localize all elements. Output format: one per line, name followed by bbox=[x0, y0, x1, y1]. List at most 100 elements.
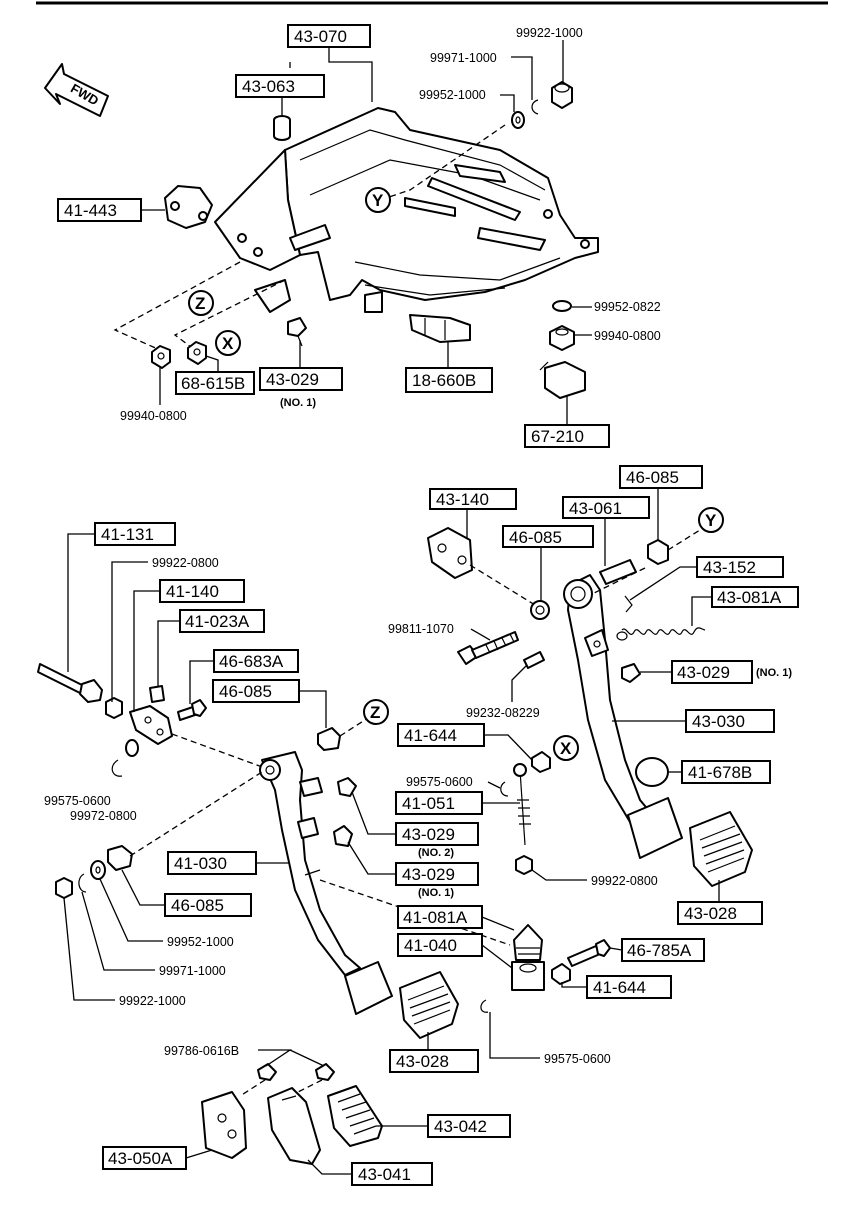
svg-text:43-042: 43-042 bbox=[434, 1117, 487, 1136]
pn-99575-0600-mid: 99575-0600 bbox=[406, 775, 473, 789]
pn-99811-1070: 99811-1070 bbox=[388, 622, 454, 636]
bolt-99786-0616b-a bbox=[257, 1063, 277, 1081]
label-41-040: 41-040 bbox=[397, 933, 483, 957]
svg-text:43-029: 43-029 bbox=[402, 865, 455, 884]
switch-18-660b-part bbox=[409, 314, 471, 343]
pn-99971-1000-top: 99971-1000 bbox=[430, 51, 497, 65]
bush-46-085-left bbox=[317, 727, 341, 751]
label-41-678b: 41-678B bbox=[681, 760, 771, 784]
lock-washer-99971-1000-bottom bbox=[78, 873, 87, 893]
boot-41-081a-part bbox=[513, 924, 543, 961]
label-46-085-left: 46-085 bbox=[212, 679, 300, 703]
svg-text:46-085: 46-085 bbox=[509, 528, 562, 547]
svg-text:41-081A: 41-081A bbox=[403, 908, 468, 927]
part-numbers: 99922-1000 99971-1000 99952-1000 99952-0… bbox=[44, 26, 661, 1066]
label-43-028-bottom: 43-028 bbox=[389, 1049, 479, 1073]
pn-99922-1000-bottom: 99922-1000 bbox=[119, 994, 186, 1008]
bracket-43-140-part bbox=[427, 527, 473, 579]
label-41-644-b: 41-644 bbox=[586, 975, 672, 999]
nut-99922-1000-bottom bbox=[55, 877, 73, 899]
svg-text:46-785A: 46-785A bbox=[627, 941, 692, 960]
note-no1-mid: (NO. 1) bbox=[418, 887, 454, 899]
pad-41-443-part bbox=[164, 185, 213, 229]
svg-text:41-131: 41-131 bbox=[101, 525, 154, 544]
bracket-43-050a-part bbox=[201, 1091, 247, 1159]
bracket-41-140-part bbox=[129, 705, 173, 745]
clip-99575-0600-mid bbox=[500, 781, 509, 797]
label-67-210: 67-210 bbox=[524, 424, 610, 448]
svg-text:46-085: 46-085 bbox=[171, 896, 224, 915]
bolt-43-029-no1-part bbox=[333, 825, 353, 847]
pn-99575-0600-bottom: 99575-0600 bbox=[544, 1052, 611, 1066]
svg-text:Y: Y bbox=[705, 511, 717, 530]
fwd-arrow-icon: FWD bbox=[44, 63, 109, 117]
label-43-061: 43-061 bbox=[562, 496, 650, 519]
washer-99952-0822 bbox=[552, 300, 572, 312]
pn-99232-08229: 99232-08229 bbox=[466, 706, 540, 720]
washer-99972-0800 bbox=[125, 739, 139, 757]
switch-67-210-part bbox=[539, 361, 586, 399]
pin-99232-08229-part bbox=[523, 651, 545, 669]
pad-cover-43-028-bottom bbox=[399, 971, 459, 1039]
pn-99952-1000-top: 99952-1000 bbox=[419, 88, 486, 102]
pn-99940-0800-left: 99940-0800 bbox=[120, 409, 187, 423]
note-no1-top: (NO. 1) bbox=[280, 397, 316, 409]
bolt-46-785a-part bbox=[567, 939, 611, 967]
ref-marker-y-right: Y bbox=[698, 507, 724, 533]
note-no2: (NO. 2) bbox=[418, 847, 454, 859]
label-41-644-a: 41-644 bbox=[397, 723, 485, 747]
nut-99940-0800-right bbox=[549, 325, 575, 351]
svg-text:18-660B: 18-660B bbox=[412, 371, 476, 390]
label-43-029-no2: 43-029 bbox=[395, 822, 479, 846]
clip-43-152-part bbox=[624, 595, 633, 613]
pn-99940-0800-right: 99940-0800 bbox=[594, 329, 661, 343]
label-41-131: 41-131 bbox=[94, 522, 176, 546]
pn-99922-1000-top: 99922-1000 bbox=[516, 26, 583, 40]
svg-text:43-140: 43-140 bbox=[436, 490, 489, 509]
pad-43-042-part bbox=[327, 1085, 383, 1147]
svg-text:43-152: 43-152 bbox=[703, 558, 756, 577]
label-43-050a: 43-050A bbox=[102, 1146, 187, 1170]
spring-43-081a-part bbox=[616, 627, 706, 641]
bolt-99811-1070-part bbox=[457, 631, 519, 665]
pedal-43-041-part bbox=[267, 1087, 321, 1165]
bush-41-023a-part bbox=[149, 685, 165, 703]
label-43-041: 43-041 bbox=[351, 1162, 433, 1186]
label-41-051: 41-051 bbox=[395, 791, 483, 815]
ref-marker-x-top: X bbox=[215, 330, 241, 356]
svg-text:43-081A: 43-081A bbox=[717, 588, 782, 607]
svg-text:43-029: 43-029 bbox=[266, 370, 319, 389]
dash-99786-b bbox=[289, 1079, 323, 1097]
pedal-41-030-drawing bbox=[259, 751, 393, 1015]
bolt-43-029-top-part bbox=[287, 317, 307, 347]
dash-41-030 bbox=[129, 771, 263, 857]
svg-text:67-210: 67-210 bbox=[531, 427, 584, 446]
dash-41-140 bbox=[171, 733, 266, 769]
svg-text:Y: Y bbox=[372, 191, 384, 210]
label-46-085-right: 46-085 bbox=[619, 465, 703, 489]
pn-99952-0822: 99952-0822 bbox=[594, 300, 661, 314]
pn-99952-1000-bottom: 99952-1000 bbox=[167, 935, 234, 949]
ref-marker-z-mid: Z bbox=[363, 699, 389, 725]
bush-46-085-bottom bbox=[107, 845, 133, 871]
clip-99575-0600-bottom bbox=[480, 999, 489, 1013]
svg-text:X: X bbox=[222, 334, 234, 353]
nut-68-615b-part bbox=[187, 341, 207, 365]
dash-y-top bbox=[379, 124, 506, 201]
pad-cover-43-028-right bbox=[689, 811, 753, 887]
label-68-615b: 68-615B bbox=[175, 371, 255, 395]
shaft-43-061-part bbox=[599, 559, 637, 585]
svg-text:43-063: 43-063 bbox=[242, 77, 295, 96]
pn-99575-0600-left: 99575-0600 bbox=[44, 794, 111, 808]
label-43-030: 43-030 bbox=[685, 709, 775, 733]
ref-marker-z-top: Z bbox=[188, 290, 214, 316]
svg-text:43-050A: 43-050A bbox=[108, 1149, 173, 1168]
svg-text:41-140: 41-140 bbox=[166, 582, 219, 601]
pn-99972-0800: 99972-0800 bbox=[70, 809, 137, 823]
dash-99786-a bbox=[239, 1079, 266, 1097]
bolt-99786-0616b-b bbox=[315, 1063, 335, 1081]
nut-41-644-b-part bbox=[551, 963, 571, 985]
clip-99575-0600-left bbox=[111, 759, 123, 777]
svg-text:43-028: 43-028 bbox=[684, 904, 737, 923]
